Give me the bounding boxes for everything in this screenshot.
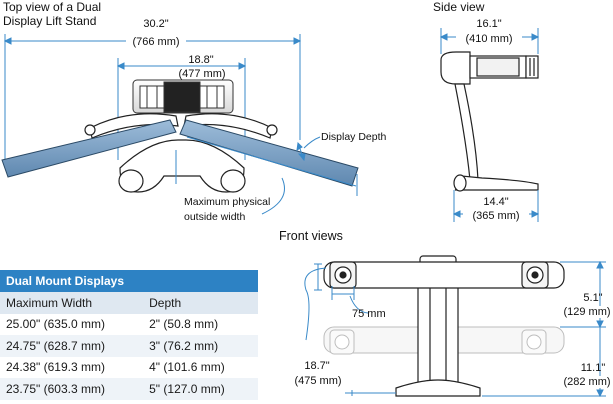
inner-width-mm: (477 mm) <box>178 68 226 80</box>
side-top-mm: (410 mm) <box>456 33 522 45</box>
side-top-in: 16.1" <box>476 18 502 30</box>
display-depth-label: Display Depth <box>321 131 387 143</box>
inner-width-in: 18.8" <box>188 54 214 66</box>
top-view-title-line1: Top view of a Dual <box>3 0 102 14</box>
max-width-label-line1: Maximum physical <box>184 196 271 208</box>
cell-depth: 3" (76.2 mm) <box>147 335 258 357</box>
side-base-in: 14.4" <box>483 196 509 208</box>
table-row: 25.00" (635.0 mm) 2" (50.8 mm) <box>0 314 258 336</box>
outer-width-mm: (766 mm) <box>126 36 186 48</box>
outer-width-in: 30.2" <box>143 18 169 30</box>
side-mount-head <box>440 51 539 85</box>
cell-width: 25.00" (635.0 mm) <box>6 317 105 332</box>
vesa-dimension <box>314 263 369 314</box>
table-header: Dual Mount Displays <box>0 270 258 292</box>
cell-depth: 5" (127.0 mm) <box>147 378 258 400</box>
top-view-base <box>118 139 246 193</box>
front-lower-mm: (282 mm) <box>562 376 612 388</box>
cell-depth: 2" (50.8 mm) <box>149 317 219 332</box>
side-view-title: Side view <box>433 0 485 14</box>
cell-width: 23.75" (603.3 mm) <box>0 378 148 400</box>
cell-width: 24.38" (619.3 mm) <box>6 360 105 375</box>
cell-width: 24.75" (628.7 mm) <box>0 335 148 357</box>
left-display <box>1 119 177 178</box>
front-lower-in: 11.1" <box>580 362 606 374</box>
column-max-width: Maximum Width <box>0 292 148 314</box>
side-column <box>454 83 479 181</box>
front-crossbar <box>323 261 565 289</box>
dual-mount-table: Dual Mount Displays Maximum Width Depth … <box>0 270 258 400</box>
table-row: 24.75" (628.7 mm) 3" (76.2 mm) <box>0 335 258 357</box>
top-view-drawing <box>1 34 359 215</box>
table-row: 24.38" (619.3 mm) 4" (101.6 mm) <box>0 357 258 379</box>
max-width-dimension <box>175 136 358 215</box>
table-column-headers: Maximum Width Depth <box>0 292 258 314</box>
front-height-dimension <box>304 267 396 396</box>
top-view-title-line2: Display Lift Stand <box>3 14 97 28</box>
table-row: 23.75" (603.3 mm) 5" (127.0 mm) <box>0 378 258 400</box>
front-view-drawing <box>304 255 606 398</box>
side-base <box>453 174 539 192</box>
side-view-drawing <box>439 28 540 222</box>
front-column <box>417 285 459 387</box>
front-upper-mm: (129 mm) <box>562 306 612 318</box>
front-base <box>395 379 481 397</box>
front-height-in: 18.7" <box>304 360 330 372</box>
max-width-label-line2: outside width <box>184 211 246 223</box>
front-height-mm: (475 mm) <box>294 375 342 387</box>
cell-depth: 4" (101.6 mm) <box>149 360 225 375</box>
display-depth-marker <box>296 136 321 162</box>
vesa-label: 75 mm <box>352 308 386 320</box>
front-views-title: Front views <box>279 229 343 243</box>
column-depth: Depth <box>147 292 258 314</box>
front-upper-in: 5.1" <box>583 292 603 304</box>
side-base-mm: (365 mm) <box>463 210 529 222</box>
top-view-mount <box>132 79 234 114</box>
front-right-dimensions <box>482 260 606 398</box>
